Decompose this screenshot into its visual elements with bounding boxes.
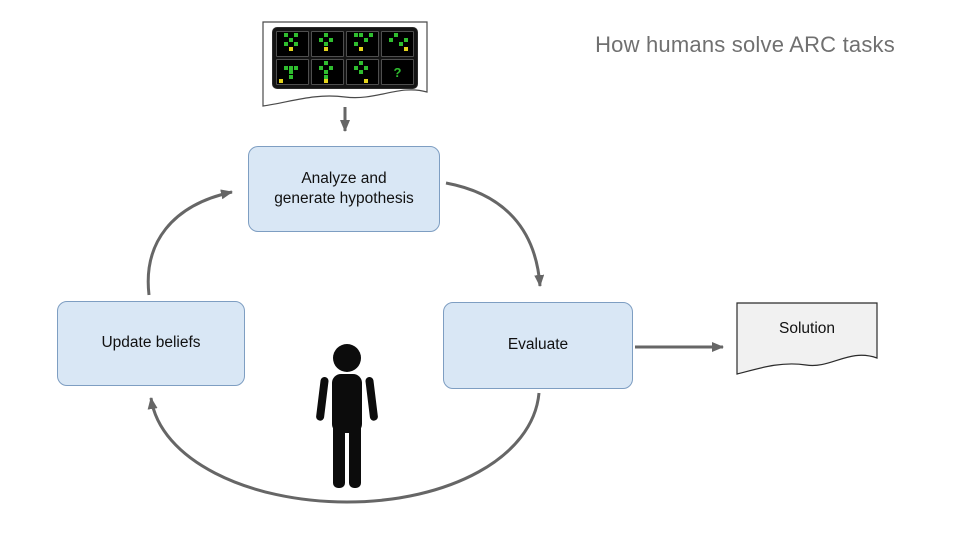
update-beliefs-label: Update beliefs: [101, 334, 201, 352]
arc-tile: [276, 59, 309, 85]
arc-tile: [381, 31, 414, 57]
analyze-label-line1: Analyze and: [301, 169, 387, 187]
node-evaluate: Evaluate: [443, 302, 633, 389]
arc-tile: [311, 59, 344, 85]
arc-tile: [311, 31, 344, 57]
node-update-beliefs: Update beliefs: [57, 301, 245, 386]
solution-label: Solution: [778, 320, 835, 337]
arc-task-grid: ?: [276, 31, 414, 85]
arc-tile-question: ?: [381, 59, 414, 85]
arc-task-thumbnail: ?: [272, 27, 418, 89]
solution-document-shape: [736, 302, 878, 375]
arrow-update-to-analyze: [146, 189, 233, 296]
person-icon: [316, 344, 378, 488]
arrow-analyze-to-evaluate: [445, 181, 545, 287]
arc-tile: [346, 59, 379, 85]
evaluate-label: Evaluate: [507, 336, 569, 354]
arrow-evaluate-to-update: [147, 392, 541, 504]
analyze-label-line2: generate hypothesis: [274, 190, 414, 207]
arc-tile: [346, 31, 379, 57]
arc-tile: [276, 31, 309, 57]
diagram-title: How humans solve ARC tasks: [595, 32, 895, 57]
analyze-label: Analyze and generate hypothesis: [274, 169, 414, 209]
node-analyze-generate-hypothesis: Analyze and generate hypothesis: [248, 146, 440, 232]
